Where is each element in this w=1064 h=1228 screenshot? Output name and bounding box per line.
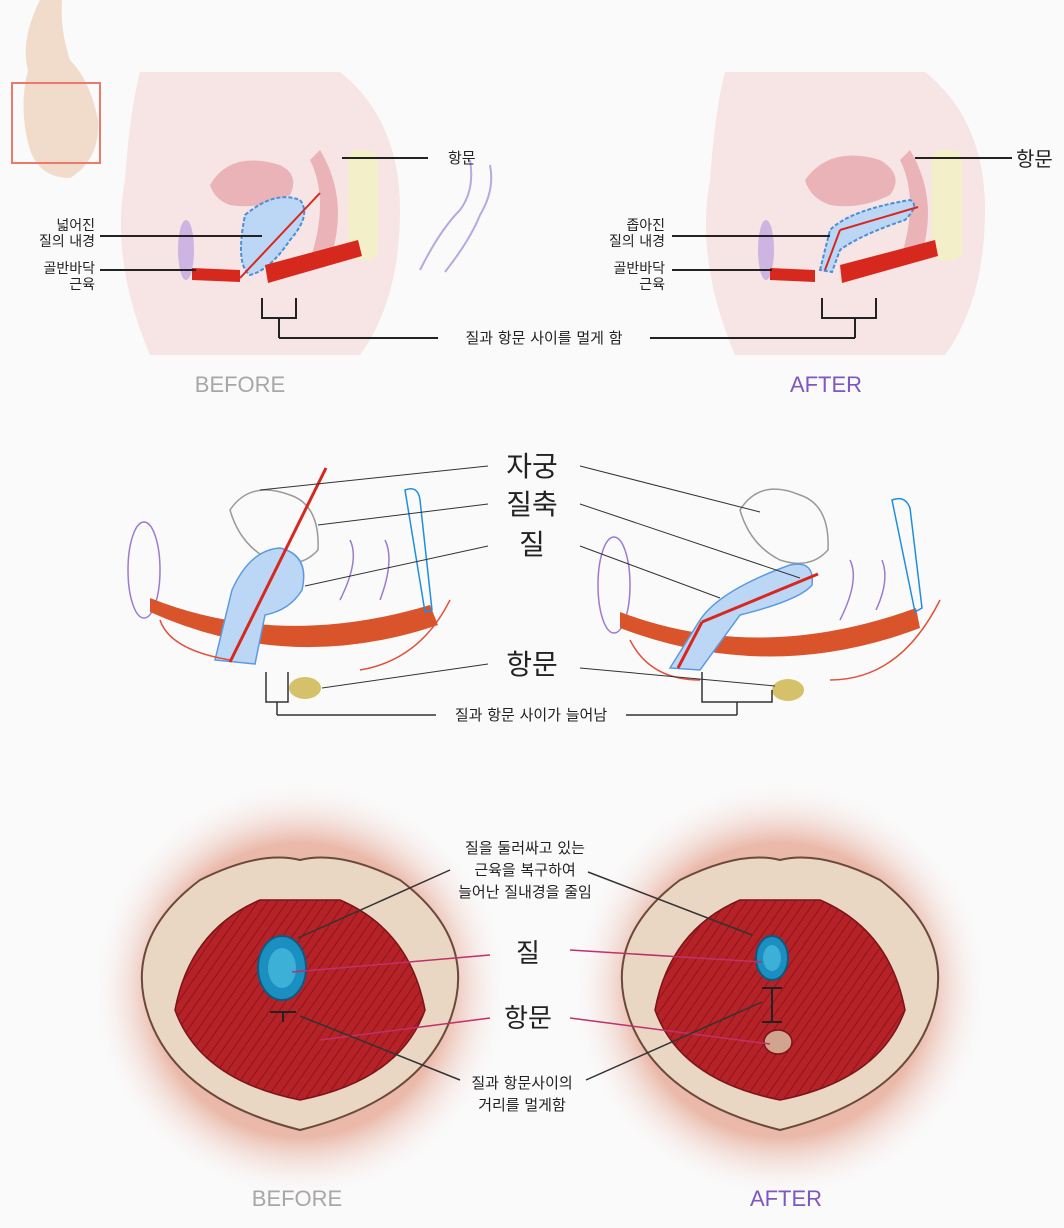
after-pelvic-label-line1: 골반바닥: [613, 261, 665, 277]
pelvic-muscle-right: [265, 240, 362, 283]
after-perineum: [569, 780, 990, 1200]
panel-2-axis: 자궁 질축 질 항문 질과 항문 사이가 늘어남: [127, 450, 941, 724]
panel-3-perineum: 질을 둘러싸고 있는 근육을 복구하여 늘어난 질내경을 줄임 질 항문 질과 …: [90, 780, 990, 1211]
distance-label-2: 질과 항문 사이가 늘어남: [455, 706, 608, 724]
anus-label: 항문: [506, 648, 558, 681]
distance-label-3-line1: 질과 항문사이의: [471, 1074, 572, 1092]
caption-before-3: BEFORE: [252, 1186, 342, 1211]
vagina-shape: [240, 196, 306, 277]
vaginal-axis-line: [239, 192, 321, 279]
body-silhouette-icon: [11, 0, 101, 178]
uterus-label: 자궁: [506, 450, 558, 483]
after-axis-diagram: [579, 465, 941, 716]
widened-label-line2: 질의 내경: [39, 234, 95, 250]
pelvic-muscle-left: [192, 268, 240, 282]
anus-label-3: 항문: [504, 1004, 552, 1034]
after-body-section: [650, 72, 1012, 355]
caption-after-1: AFTER: [790, 372, 862, 397]
muscle-label-line3: 늘어난 질내경을 줄임: [458, 883, 592, 901]
muscle-label-line1: 질을 둘러싸고 있는: [465, 839, 585, 857]
narrowed-label-line2: 질의 내경: [609, 234, 665, 250]
before-pelvic-label-line2: 근육: [69, 277, 95, 293]
muscle-label-line2: 근육을 복구하여: [474, 861, 575, 879]
caption-before-1: BEFORE: [195, 372, 285, 397]
distance-label-3-line2: 거리를 멀게함: [478, 1096, 566, 1114]
distance-label-1: 질과 항문 사이를 멀게 함: [465, 329, 622, 347]
before-anus-label: 항문: [448, 149, 476, 167]
caption-after-3: AFTER: [750, 1186, 822, 1211]
before-axis-diagram: [127, 465, 489, 716]
widened-label-line1: 넓어진: [56, 218, 95, 234]
before-body-section: [100, 72, 493, 355]
vaginal-axis-label: 질축: [506, 488, 558, 521]
uterus-shape: [210, 160, 294, 207]
vagina-label: 질: [519, 528, 545, 561]
before-pelvic-label-line1: 골반바닥: [43, 261, 95, 277]
after-anus-label: 항문: [1016, 147, 1053, 171]
before-perineum: [90, 780, 510, 1200]
narrowed-label-line1: 좁아진: [626, 218, 665, 234]
panel-1-sagittal: 항문 넓어진 질의 내경 골반바닥 근육 항문 좁아진 질의 내경 골반바닥: [11, 0, 1053, 397]
vagina-label-3: 질: [516, 939, 540, 969]
after-pelvic-label-line2: 근육: [639, 277, 665, 293]
